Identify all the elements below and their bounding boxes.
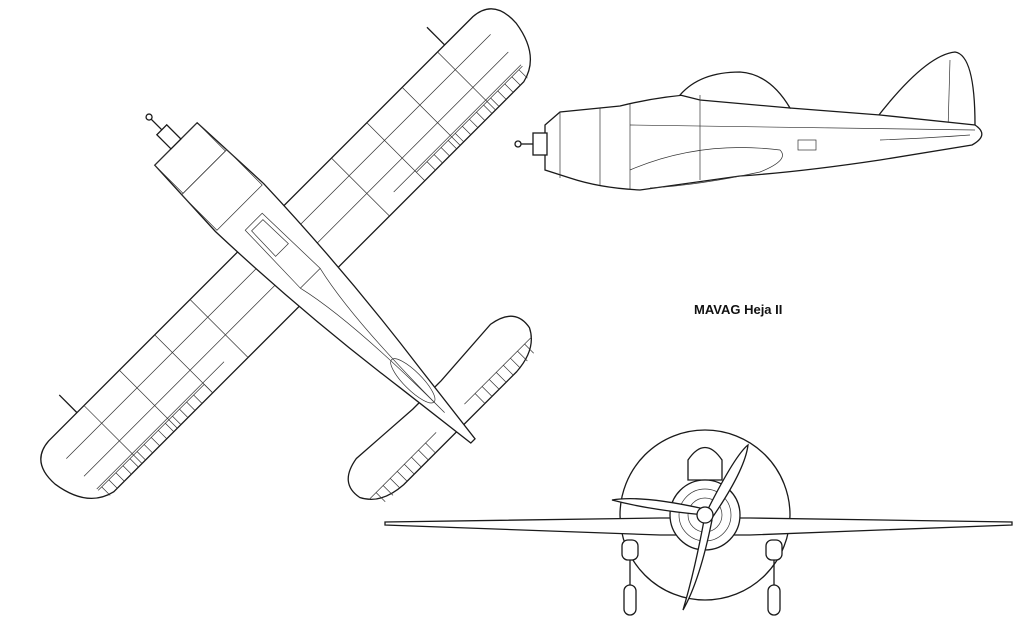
aileron-hatching xyxy=(97,65,528,496)
aircraft-title: MAVAG Heja II xyxy=(694,302,783,317)
top-view xyxy=(40,8,534,502)
spinner-front xyxy=(696,506,714,524)
spinner-side xyxy=(532,132,548,156)
canopy xyxy=(678,71,792,109)
spinner xyxy=(145,113,182,150)
elevator-hatching xyxy=(368,336,534,502)
propeller-disk xyxy=(619,429,791,601)
pitot-right xyxy=(426,26,446,46)
front-canopy xyxy=(687,446,723,481)
pitot-left xyxy=(58,394,78,414)
front-view xyxy=(384,429,1013,616)
side-view xyxy=(514,51,983,191)
fuselage-details xyxy=(154,122,445,413)
side-panel-lines xyxy=(559,95,976,190)
landing-gear-left xyxy=(621,539,639,616)
fuselage xyxy=(153,121,476,444)
propeller-blades xyxy=(611,443,749,611)
landing-gear-right xyxy=(765,539,783,616)
